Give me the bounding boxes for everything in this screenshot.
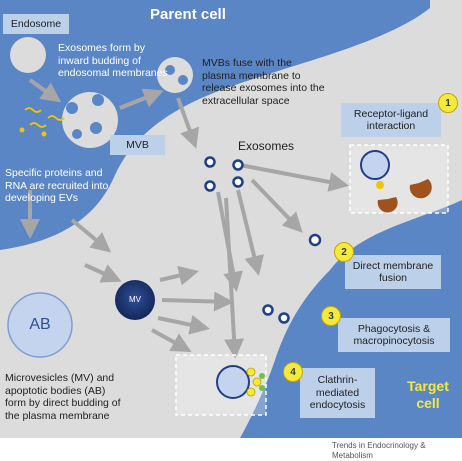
exosomes-label: Exosomes bbox=[238, 139, 295, 153]
rna-molecules bbox=[24, 107, 65, 128]
parent-cell-label: Parent cell bbox=[150, 6, 226, 23]
process-arrows bbox=[20, 78, 349, 359]
mechanism-1-badge: 1 bbox=[438, 93, 458, 113]
target-cell-label: Target cell bbox=[407, 378, 449, 411]
proteins-rna-label: Specific proteins and RNA are recruited … bbox=[5, 167, 109, 204]
clathrin-coat bbox=[246, 367, 262, 397]
apoptotic-body bbox=[7, 292, 73, 358]
mv-label: MV bbox=[129, 295, 141, 304]
mechanism-1-label: Receptor-ligand interaction bbox=[341, 103, 441, 137]
mvb-label: MVB bbox=[110, 135, 165, 155]
footer-band bbox=[0, 438, 462, 452]
ligand-vesicle bbox=[360, 150, 390, 180]
mechanism-4-label: Clathrin- mediated endocytosis bbox=[300, 368, 375, 418]
mechanism-3-label: Phagocytosis & macropinocytosis bbox=[338, 318, 450, 352]
parent-cell bbox=[0, 0, 430, 250]
fusing-mvb bbox=[157, 57, 193, 93]
receptor-1 bbox=[377, 197, 398, 213]
ab-label: AB bbox=[29, 316, 51, 333]
fusing-exosome bbox=[308, 233, 322, 247]
endosome-label: Endosome bbox=[3, 14, 69, 34]
receptor-2 bbox=[409, 179, 432, 199]
clathrin-green bbox=[259, 373, 265, 391]
footer-credit: Trends in Endocrinology & Metabolism bbox=[332, 441, 426, 460]
mechanism-2-label: Direct membrane fusion bbox=[345, 255, 441, 289]
mechanism-4-badge: 4 bbox=[283, 362, 303, 382]
phagocytosed-vesicles bbox=[262, 304, 290, 324]
mechanism-3-badge: 3 bbox=[321, 306, 341, 326]
microvesicle bbox=[115, 280, 155, 320]
exosome-cluster bbox=[204, 156, 244, 192]
endocytosed-vesicle bbox=[216, 365, 250, 399]
ligand bbox=[376, 181, 384, 189]
microvesicles-label: Microvesicles (MV) and apoptotic bodies … bbox=[5, 372, 121, 422]
mvb bbox=[62, 92, 118, 148]
mvbs-fuse-label: MVBs fuse with the plasma membrane to re… bbox=[202, 57, 325, 107]
endosome bbox=[10, 37, 46, 73]
protein-dots bbox=[19, 127, 47, 137]
mechanism-2-badge: 2 bbox=[334, 242, 354, 262]
exosomes-form-label: Exosomes form by inward budding of endos… bbox=[58, 42, 168, 79]
